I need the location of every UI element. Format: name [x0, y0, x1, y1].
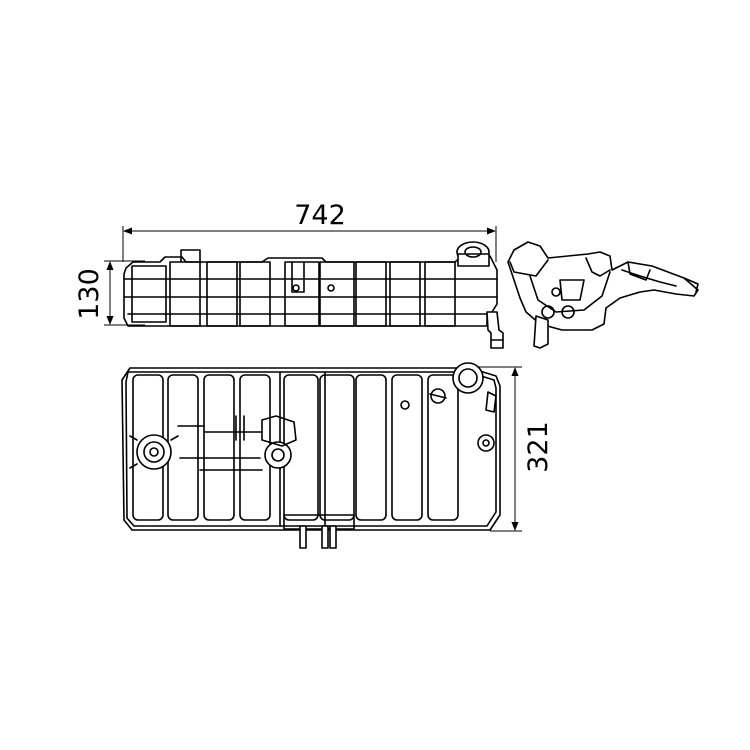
dimension-label-length: 742: [294, 200, 346, 231]
end-view: [507, 241, 699, 349]
dimension-label-depth: 321: [523, 421, 554, 473]
level-port: [477, 434, 495, 452]
tank-outline-top: [121, 367, 501, 531]
filler-cap-top: [452, 362, 484, 394]
dimension-length: 742: [122, 200, 497, 262]
top-view: [121, 362, 501, 549]
sensor-port-middle: [261, 415, 297, 469]
tank-outline-side: [123, 255, 498, 327]
inner-contour-end: [529, 271, 611, 313]
top-ribs: [132, 374, 459, 521]
outlet-pipe-end: [533, 315, 549, 349]
dimension-depth: 321: [478, 366, 554, 532]
tank-outline-end: [507, 241, 699, 331]
outlet-pipe-side: [486, 311, 504, 349]
sensor-port-left: [129, 434, 179, 470]
filler-cap-side: [456, 241, 490, 267]
dimension-height: 130: [74, 260, 145, 326]
outlet-pipes-bottom: [299, 525, 337, 549]
front-view: [123, 241, 504, 349]
side-ribs: [131, 261, 456, 327]
cap-neck-end: [509, 259, 549, 277]
dimension-label-height: 130: [74, 268, 105, 320]
